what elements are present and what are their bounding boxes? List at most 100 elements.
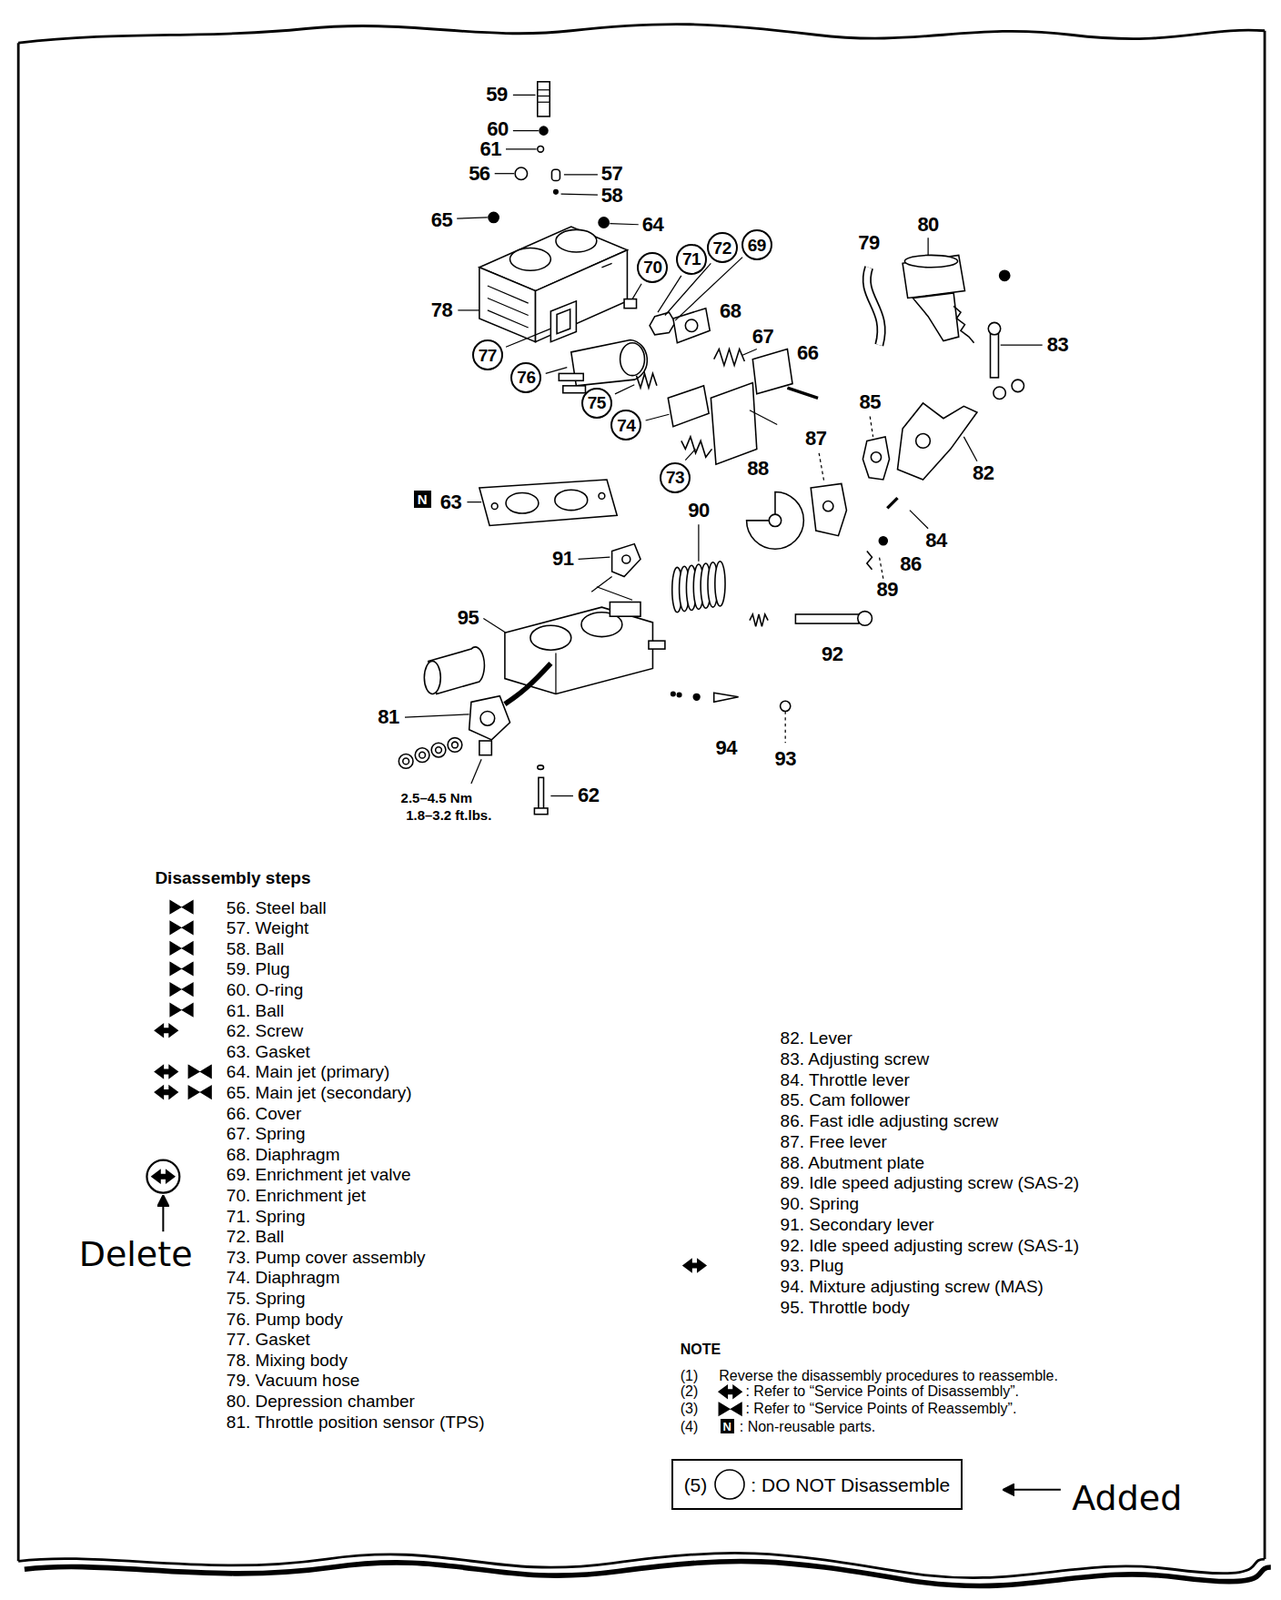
choke-parts bbox=[1011, 379, 1024, 392]
leader-line bbox=[818, 453, 825, 482]
screws-and-plug bbox=[534, 691, 790, 815]
node-text: 70 bbox=[643, 258, 662, 276]
callout-number: 79 bbox=[857, 232, 880, 253]
handwritten-mark bbox=[1004, 1488, 1061, 1491]
part-list-item: 62. Screw bbox=[226, 1021, 303, 1039]
pump-and-enrichment-parts bbox=[749, 410, 777, 425]
part-list-item: 79. Vacuum hose bbox=[226, 1371, 360, 1389]
part-list-item: 61. Ball bbox=[226, 1000, 284, 1019]
screws-and-plug bbox=[693, 693, 700, 700]
linkage-parts bbox=[857, 611, 873, 626]
do-not-disassemble-circle: 71 bbox=[675, 243, 707, 275]
callout-number: 87 bbox=[804, 428, 828, 449]
coil-spring bbox=[715, 561, 726, 606]
leader-line bbox=[963, 436, 978, 462]
torn-paper-edge bbox=[24, 1560, 1271, 1585]
throttle-position-sensor bbox=[480, 710, 495, 726]
part-list-item: 65. Main jet (secondary) bbox=[226, 1082, 413, 1100]
callout-number: 94 bbox=[714, 737, 737, 758]
do-not-disassemble-circle: 70 bbox=[636, 252, 668, 283]
throttle-position-sensor bbox=[447, 737, 463, 753]
leader-line bbox=[927, 237, 929, 255]
node-text: 71 bbox=[682, 250, 701, 268]
pump-and-enrichment-parts bbox=[714, 349, 746, 366]
callout-number: 91 bbox=[551, 548, 575, 569]
choke-parts bbox=[953, 305, 974, 343]
mixing-body bbox=[550, 301, 576, 343]
callout-number: 84 bbox=[924, 530, 948, 551]
leader-line bbox=[456, 217, 488, 219]
throttle-position-sensor bbox=[398, 646, 551, 768]
choke-parts bbox=[999, 270, 1010, 281]
pump-and-enrichment-parts bbox=[673, 308, 710, 343]
service-symbol bbox=[188, 1085, 212, 1098]
node-text: 75 bbox=[587, 393, 606, 412]
do-not-disassemble-circle: 74 bbox=[610, 409, 642, 441]
node-text: 77 bbox=[478, 346, 497, 364]
note-box: (5): DO NOT Disassemble bbox=[671, 1458, 964, 1510]
throttle-position-sensor bbox=[435, 746, 443, 754]
part-list-item: 63. Gasket bbox=[226, 1041, 311, 1060]
pump-and-enrichment-parts bbox=[558, 373, 584, 381]
note-number: (4) bbox=[680, 1419, 699, 1434]
part-list-item: 83. Adjusting screw bbox=[780, 1049, 930, 1067]
throttle-body bbox=[504, 575, 666, 694]
torn-paper-edge bbox=[17, 42, 21, 1561]
part-list-item: 80. Depression chamber bbox=[226, 1391, 415, 1409]
leader-line bbox=[513, 94, 536, 96]
handwritten-mark bbox=[146, 1159, 180, 1193]
part-list-item: 87. Free lever bbox=[780, 1131, 888, 1150]
leader-line bbox=[404, 94, 1043, 796]
choke-parts bbox=[867, 254, 1025, 399]
pump-and-enrichment-parts bbox=[681, 436, 713, 457]
part-list-item: 60. O-ring bbox=[226, 979, 303, 998]
callout-number: 64 bbox=[641, 214, 665, 235]
screws-and-plug bbox=[538, 776, 545, 810]
throttle-position-sensor bbox=[479, 740, 492, 756]
throttle-body bbox=[591, 575, 612, 592]
linkage-parts bbox=[746, 491, 805, 549]
throttle-body bbox=[530, 625, 572, 650]
pump-and-enrichment-parts bbox=[636, 373, 657, 388]
part-list-item: 85. Cam follower bbox=[780, 1090, 911, 1109]
mixing-body bbox=[479, 226, 628, 343]
leader-line bbox=[742, 349, 757, 356]
note-heading: NOTE bbox=[680, 1341, 721, 1357]
part-list-item: 94. Mixture adjusting screw (MAS) bbox=[780, 1277, 1044, 1295]
do-not-disassemble-circle: 77 bbox=[472, 339, 504, 371]
throttle-body bbox=[648, 640, 666, 649]
leader-line bbox=[545, 367, 568, 374]
service-symbol bbox=[154, 900, 742, 1415]
part-list-item: 88. Abutment plate bbox=[780, 1152, 925, 1171]
handwritten-note: Added bbox=[1071, 1480, 1182, 1515]
small-parts bbox=[514, 167, 527, 180]
service-symbol bbox=[718, 1402, 742, 1415]
throttle-position-sensor bbox=[423, 661, 441, 695]
callout-number: 57 bbox=[600, 163, 624, 184]
mixing-body bbox=[535, 250, 628, 343]
part-list-item: 91. Secondary lever bbox=[780, 1214, 935, 1232]
part-list-item: 82. Lever bbox=[780, 1028, 853, 1047]
throttle-position-sensor bbox=[504, 663, 551, 705]
throttle-position-sensor bbox=[419, 751, 426, 758]
linkage-parts bbox=[612, 403, 978, 627]
callout-number: 62 bbox=[576, 785, 600, 806]
callout-number: 95 bbox=[456, 607, 480, 628]
leader-line bbox=[869, 415, 873, 436]
callout-number: 86 bbox=[898, 554, 922, 575]
part-list-item: 77. Gasket bbox=[226, 1330, 311, 1348]
throttle-position-sensor bbox=[414, 747, 430, 763]
node-text: 69 bbox=[747, 236, 767, 254]
pump-and-enrichment-parts bbox=[667, 385, 709, 427]
screws-and-plug bbox=[714, 692, 739, 702]
list-heading: Disassembly steps bbox=[154, 868, 311, 887]
throttle-body bbox=[554, 653, 556, 695]
choke-parts bbox=[993, 386, 1006, 399]
mixing-body bbox=[556, 309, 571, 334]
part-list-item: 57. Weight bbox=[226, 918, 309, 937]
torque-spec: 1.8–3.2 ft.lbs. bbox=[405, 806, 492, 821]
screws-and-plug bbox=[671, 691, 676, 696]
part-list-item: 93. Plug bbox=[780, 1256, 845, 1274]
small-parts bbox=[554, 190, 558, 194]
